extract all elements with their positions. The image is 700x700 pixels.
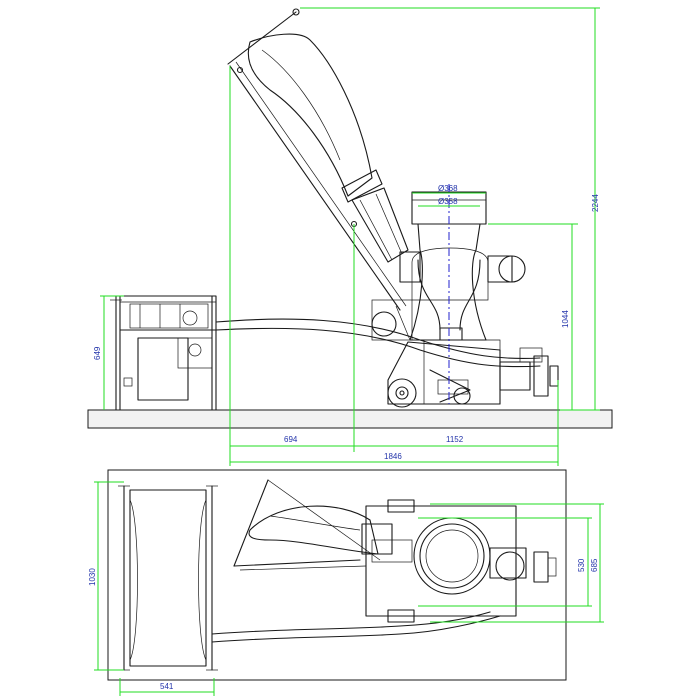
wheel [387,378,417,408]
outlet-fitting [499,347,559,397]
hose-upper [215,318,541,360]
dim-358-label: Ø358 [438,197,458,206]
top-view: 1030 541 530 685 [88,469,604,696]
dim-1044-label: 1044 [561,310,570,328]
side-view: 2244 1044 649 Ø368 Ø358 694 1152 1 [87,7,613,466]
dim-1846-label: 1846 [384,452,402,461]
dimension-width-outer: 685 [430,503,604,623]
dimension-diameters: Ø368 Ø358 [412,184,486,207]
dim-530-label: 530 [577,558,586,572]
filter-bag-top [248,505,413,563]
motor [371,299,413,341]
hopper-top [365,499,557,623]
filter-bag [227,8,409,311]
dimension-width-inner: 530 [418,517,592,607]
dim-1152-label: 1152 [446,435,464,444]
dim-368-label: Ø368 [438,184,458,193]
handle-top [233,479,381,571]
power-unit-side [110,295,217,411]
dim-541-label: 541 [160,682,174,691]
hose-top-2 [211,615,501,643]
hopper-body [399,191,526,405]
dim-649-label: 649 [93,346,102,360]
dim-2244-label: 2244 [591,194,600,212]
hose-lower [215,327,541,368]
chassis [387,341,501,408]
dim-694-label: 694 [284,435,298,444]
dimension-width-reel: 1030 [88,481,124,671]
ground-slab [87,409,613,429]
top-view-border [107,469,567,681]
dim-685-label: 685 [590,558,599,572]
dimension-lengths: 694 1152 1846 [229,66,559,466]
dim-1030-label: 1030 [88,568,97,586]
hose-top-1 [211,611,491,635]
dimension-height-power-unit: 649 [93,295,124,410]
dimension-length-reel: 541 [119,678,215,696]
dimension-height-hopper: 1044 [488,223,578,410]
dimension-height-total: 2244 [300,7,600,411]
hose-reel-top [118,485,218,671]
